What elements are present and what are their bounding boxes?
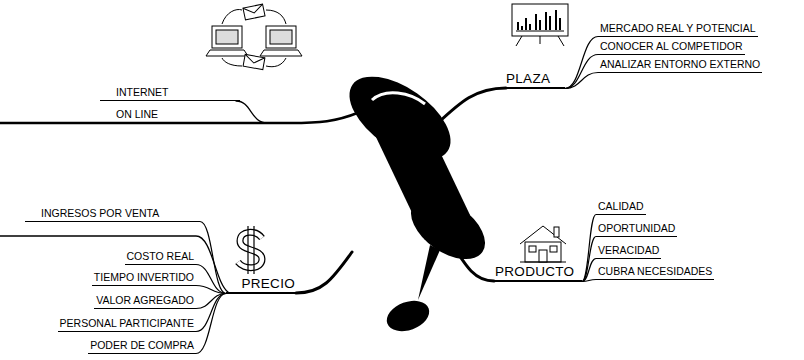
subtopic-branch: MERCADO REAL Y POTENCIAL [598,22,758,37]
subtopic-branch: VERACIDAD [596,244,661,259]
door [539,250,547,262]
branch-label: ON LINE [116,108,158,120]
walls [525,242,561,262]
exchange-arrow [222,58,242,66]
topic-branch: PLAZA [503,71,565,89]
house-icon [520,226,566,262]
branch-label: VERACIDAD [598,244,659,256]
branch-label: PRECIO [241,276,295,291]
ground [520,262,566,263]
subtopic-branch: CONOCER AL COMPETIDOR [598,40,745,55]
screen [216,30,238,44]
subbranch-connector [582,259,596,282]
chimney [554,227,559,237]
subbranch-connector [196,294,226,309]
branch-label: INTERNET [116,86,169,98]
subtopic-branch: PERSONAL PARTICIPANTE [58,317,196,332]
keyboard [206,50,248,56]
dollar-s-fill [238,232,262,267]
envelope-flap [244,54,265,64]
bars [518,10,560,30]
branch-line [0,112,360,123]
subtopic-branch: CALIDAD [596,200,646,215]
dollar-s-outline [238,232,262,267]
envelope [243,4,265,20]
chart-icon [512,4,568,46]
exchange-arrow [266,10,286,24]
branch-label: ANALIZAR ENTORNO EXTERNO [600,58,760,70]
branch-line [296,252,352,293]
branch-label: CALIDAD [598,200,644,212]
branch-label: TIEMPO INVERTIDO [94,271,194,283]
branch-label: PERSONAL PARTICIPANTE [60,317,194,329]
subtopic-branch: OPORTUNIDAD [596,222,677,237]
subbranch-connector [196,286,226,294]
pin-needle [418,245,440,300]
dollar-icon [238,226,262,274]
envelope-flap [243,4,264,15]
branch-label: OPORTUNIDAD [598,222,675,234]
computers-icon [206,4,302,70]
subbranch-connector [582,280,596,282]
exchange-arrow [266,58,286,67]
branch-label: COSTO REAL [127,250,195,262]
window [550,246,557,252]
dollar-bars [248,226,254,274]
exchange-arrow [222,10,242,24]
branch-label: PLAZA [506,71,550,86]
pin-dot [383,295,434,336]
subbranch-connector [565,73,598,89]
pin-base [400,184,496,271]
branch-label: PRODUCTO [495,264,574,279]
branch-label: INGRESOS POR VENTA [41,207,159,219]
branch-label: PODER DE COMPRA [90,339,194,351]
branch-label: VALOR AGREGADO [96,294,194,306]
stand [516,36,564,46]
subbranch-connector [196,294,226,354]
subbranch-connector [582,237,596,282]
branch-label: CUBRA NECESIDADES [598,265,712,277]
subtopic-branch: ANALIZAR ENTORNO EXTERNO [598,58,762,73]
subbranch-connector [565,55,598,89]
envelope [243,54,265,69]
monitor [212,26,242,48]
board [512,4,568,36]
topic-branch: PRODUCTO [492,264,582,282]
subbranch-connector [565,37,598,89]
keyboard [260,50,302,56]
branch-label: MERCADO REAL Y POTENCIAL [600,22,756,34]
central-pushpin [335,60,496,337]
subbranch-connector [200,222,226,294]
axis [516,31,564,32]
subtopic-branch: COSTO REAL [125,250,197,265]
branch-line [236,101,268,123]
screen [270,30,292,44]
branch-label: CONOCER AL COMPETIDOR [600,40,743,52]
subbranch-connector [196,265,226,294]
topic-branch: PRECIO [226,276,298,294]
subtopic-branch: ON LINE [100,108,220,123]
pin-highlight [372,93,425,104]
subbranch-connector [582,215,596,282]
subtopic-branch: INTERNET [100,86,240,101]
window [529,246,536,252]
roof [520,226,566,244]
subtopic-branch: VALOR AGREGADO [94,294,196,309]
subtopic-branch: TIEMPO INVERTIDO [92,271,196,286]
subtopic-branch: CUBRA NECESIDADES [596,265,714,280]
subtopic-branch: PODER DE COMPRA [88,339,196,354]
branch-line [0,236,228,292]
subtopic-branch: INGRESOS POR VENTA [25,207,200,222]
subbranch-connector [196,294,226,332]
monitor [266,26,296,48]
